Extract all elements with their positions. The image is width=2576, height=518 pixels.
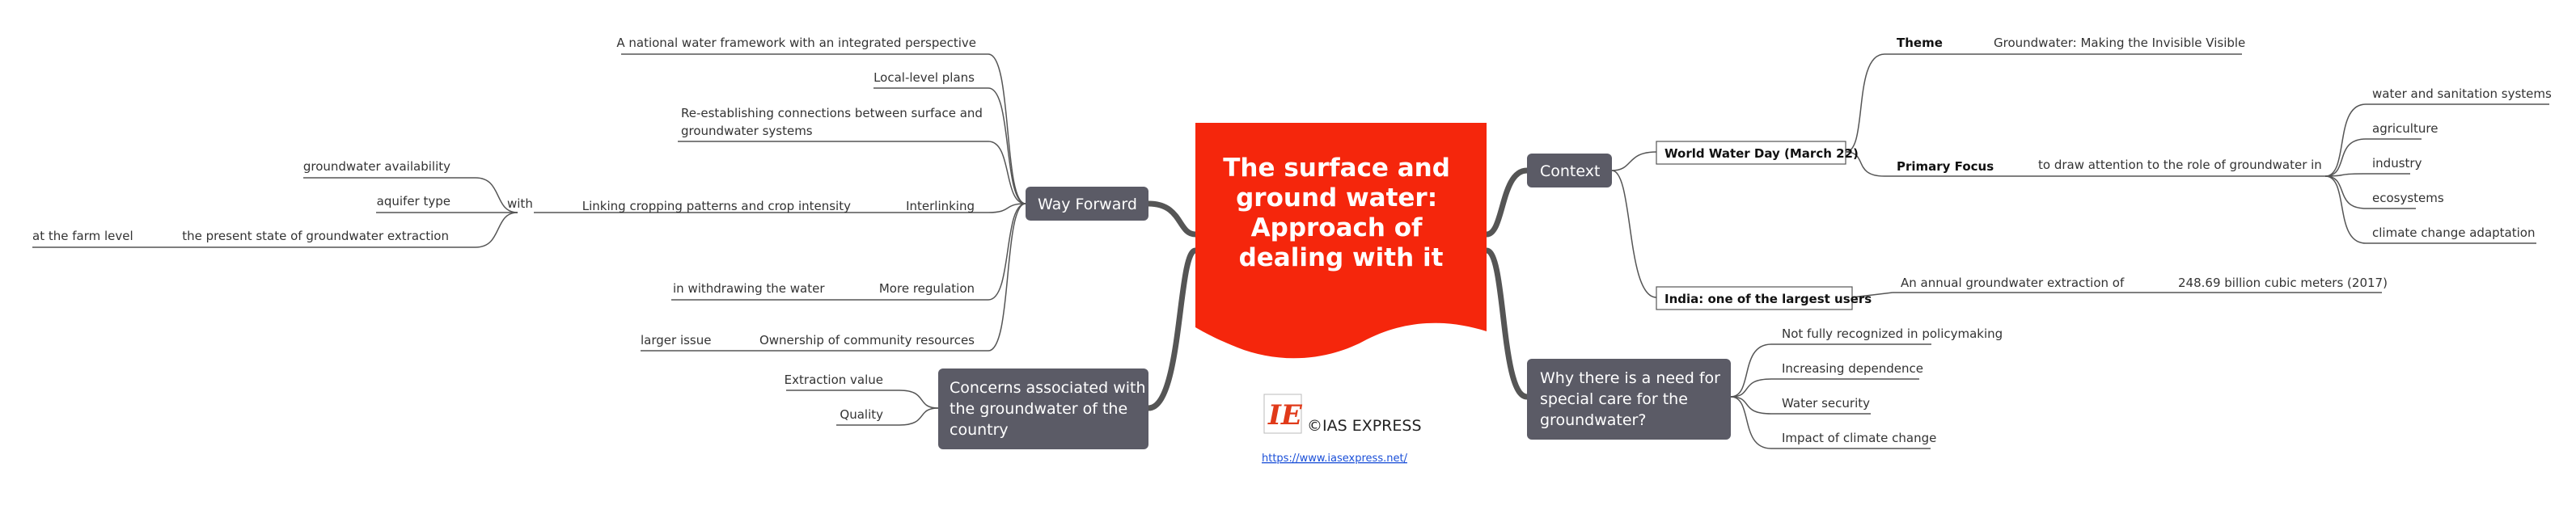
india-label: India: one of the largest users [1664,292,1872,306]
india-node[interactable] [1656,286,1853,310]
extraction-label: An annual groundwater extraction of [1901,276,2125,290]
wf-with: with [507,196,533,211]
theme-value: Groundwater: Making the Invisible Visibl… [1994,36,2245,50]
focus-item: agriculture [2372,121,2438,136]
wwd-label: World Water Day (March 22) [1664,146,1859,161]
wf-local-plans: Local-level plans [873,70,975,85]
focus-item: industry [2372,156,2422,171]
wf-with-item: groundwater availability [303,159,450,174]
main-connectors [1145,167,1530,411]
focus-item: water and sanitation systems [2372,86,2552,101]
why-item: Impact of climate change [1782,431,1936,445]
wf-larger-issue: larger issue [641,333,711,347]
concerns-node[interactable] [938,368,1148,449]
concern-item: Quality [840,407,883,422]
wf-interlinking: Interlinking [906,199,975,213]
why-item: Water security [1782,396,1870,411]
central-title: The surface and ground water: Approach o… [1223,154,1458,272]
concern-item: Extraction value [785,373,883,387]
wf-withdrawing: in withdrawing the water [673,281,825,296]
central-node[interactable] [1195,123,1487,359]
wf-farm-level: at the farm level [32,229,133,243]
why-item: Not fully recognized in policymaking [1782,326,2003,341]
wf-reestablish: Re-establishing connections between surf… [681,106,987,138]
brand-name: ©IAS EXPRESS [1307,417,1422,435]
wf-with-item: the present state of groundwater extract… [182,229,449,243]
concerns-label: Concerns associated with the groundwater… [950,379,1151,439]
logo-letters-icon: IE [1267,399,1303,432]
context-node[interactable] [1527,154,1612,187]
connector-why [1483,247,1530,400]
why-item: Increasing dependence [1782,361,1923,376]
why-node[interactable] [1527,359,1731,440]
way-forward-label: Way Forward [1038,196,1137,213]
branch-connectors [32,53,2549,449]
extraction-value: 248.69 billion cubic meters (2017) [2178,276,2388,290]
connector-concerns [1145,247,1199,411]
focus-item: climate change adaptation [2372,225,2535,240]
theme-label: Theme [1897,36,1943,50]
context-label: Context [1540,162,1600,180]
connector-context [1483,167,1530,238]
brand-logo: IE [1263,394,1303,434]
wf-with-item: aquifer type [377,194,450,208]
focus-item: ecosystems [2372,191,2444,205]
brand-url-link[interactable]: https://www.iasexpress.net/ [1262,453,1408,465]
wf-framework: A national water framework with an integ… [616,36,976,50]
wf-linking-crop: Linking cropping patterns and crop inten… [582,199,851,213]
wf-ownership: Ownership of community resources [759,333,975,347]
wf-more-regulation: More regulation [879,281,975,296]
why-label: Why there is a need for special care for… [1540,369,1725,429]
wwd-node[interactable] [1656,141,1846,165]
focus-label: Primary Focus [1897,159,1994,174]
focus-value: to draw attention to the role of groundw… [2038,158,2322,172]
connector-way-forward [1145,200,1199,238]
way-forward-node[interactable] [1026,187,1148,221]
